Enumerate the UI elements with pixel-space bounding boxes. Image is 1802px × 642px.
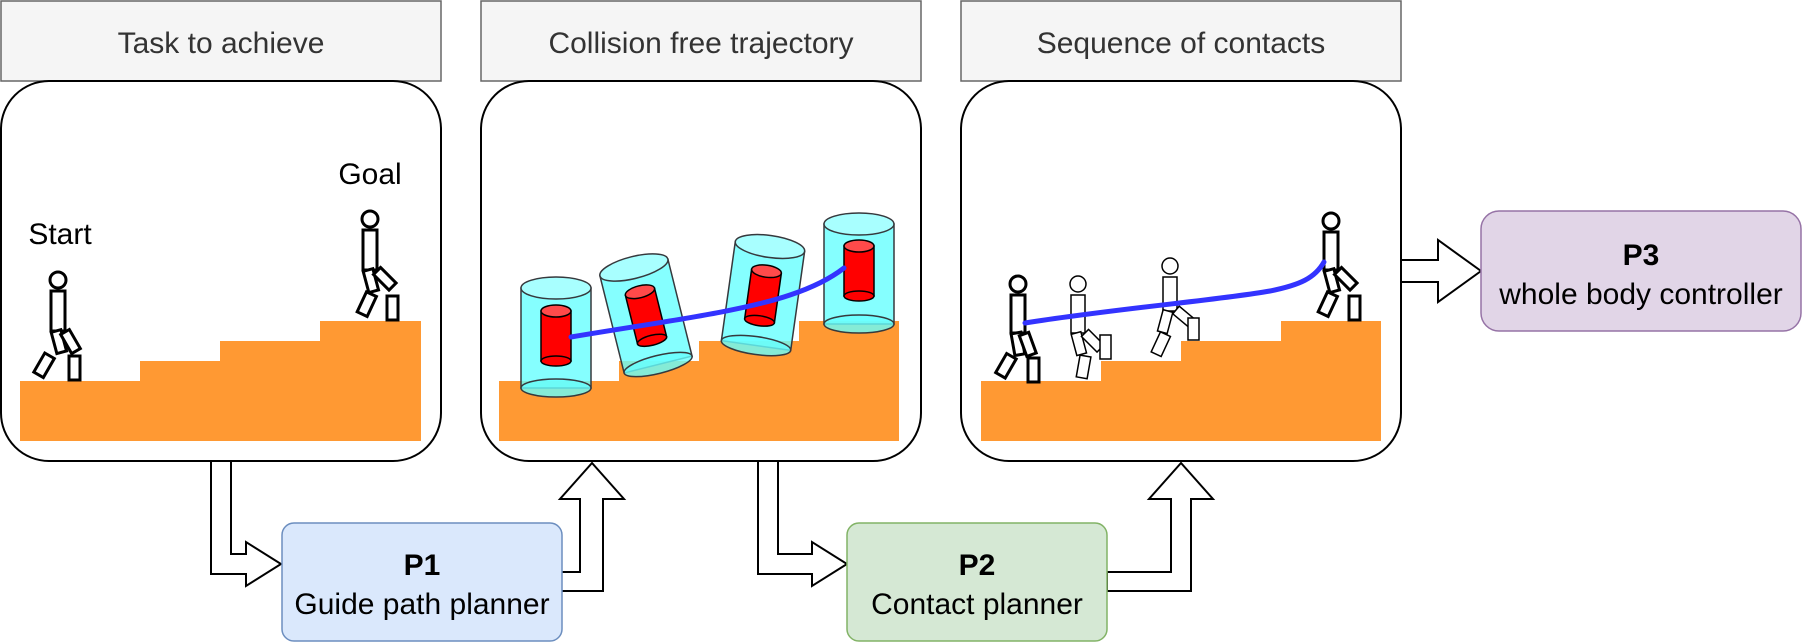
planner-p3-code: P3: [1623, 239, 1660, 272]
arrow-panel3-to-p3: [1400, 238, 1483, 304]
panel-task: Start Goal: [0, 80, 442, 462]
stairs: [981, 321, 1381, 441]
planner-p3-name: whole body controller: [1498, 278, 1783, 311]
arrow-panel2-to-p2: [757, 460, 849, 588]
contact-trajectory: [1022, 259, 1327, 326]
guide-path: [568, 265, 847, 340]
goal-label: Goal: [338, 158, 401, 191]
contact-robot-icon: [993, 274, 1041, 384]
panel-title-task-text: Task to achieve: [118, 27, 325, 60]
panel-contacts: [960, 80, 1402, 462]
panel-title-contacts: Sequence of contacts: [960, 0, 1402, 82]
bounding-cylinder: [599, 253, 693, 378]
stairs: [20, 321, 421, 441]
stairs: [499, 321, 899, 441]
arrow-p1-to-panel2: [557, 461, 627, 592]
planner-p2-name: Contact planner: [871, 588, 1083, 621]
panel-title-trajectory-text: Collision free trajectory: [548, 27, 853, 60]
planner-p1: P1 Guide path planner: [281, 522, 563, 642]
bounding-cylinder: [720, 233, 806, 357]
arrow-panel1-to-p1: [210, 460, 283, 588]
panel-title-contacts-text: Sequence of contacts: [1037, 27, 1326, 60]
panel-title-trajectory: Collision free trajectory: [480, 0, 922, 82]
planner-p2: P2 Contact planner: [846, 522, 1108, 642]
planner-p3: P3 whole body controller: [1480, 210, 1802, 332]
goal-robot-icon: [355, 209, 400, 322]
planner-p2-code: P2: [959, 549, 996, 582]
contact-robot-icon: [1150, 257, 1200, 358]
panel-title-task: Task to achieve: [0, 0, 442, 82]
contact-robot-icon: [1069, 275, 1112, 380]
start-robot-icon: [31, 270, 83, 382]
planner-p1-name: Guide path planner: [294, 588, 549, 621]
arrow-p2-to-panel3: [1106, 461, 1216, 592]
start-label: Start: [28, 218, 92, 251]
contact-robot-icon: [1316, 211, 1362, 322]
planner-p1-code: P1: [404, 549, 441, 582]
panel-trajectory: [480, 80, 922, 462]
